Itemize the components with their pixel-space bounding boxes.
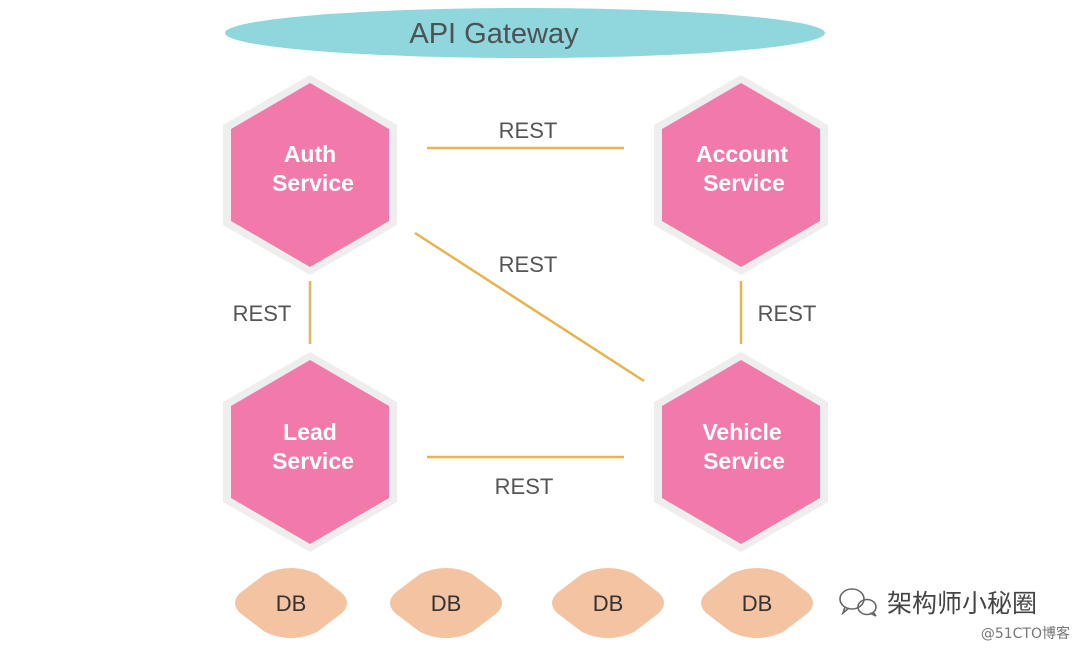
connector-labels: REST REST REST REST REST <box>233 118 817 499</box>
rest-label-account-vehicle: REST <box>758 301 817 326</box>
watermark: 架构师小秘圈 @51CTO博客 <box>839 588 1070 642</box>
service-lead-label-line1: Lead <box>283 419 337 445</box>
rest-label-auth-lead: REST <box>233 301 292 326</box>
database-2: DB <box>390 568 502 638</box>
service-vehicle-label-line2: Service <box>703 448 785 474</box>
service-lead-label-line2: Service <box>272 448 354 474</box>
connector-auth-vehicle <box>414 231 645 383</box>
rest-label-auth-vehicle: REST <box>499 252 558 277</box>
service-auth-label-line1: Auth <box>284 141 336 167</box>
service-account-hexagon <box>662 83 820 267</box>
database-2-label: DB <box>431 591 462 616</box>
rest-label-lead-vehicle: REST <box>495 474 554 499</box>
database-2-shape <box>390 568 502 638</box>
watermark-logo-text: 架构师小秘圈 <box>887 589 1037 618</box>
api-gateway-shape <box>225 8 825 58</box>
service-auth: Auth Service <box>223 75 397 275</box>
database-3: DB <box>552 568 664 638</box>
service-auth-hexagon <box>231 83 389 267</box>
service-auth-label-line2: Service <box>272 170 354 196</box>
service-vehicle: Vehicle Service <box>654 352 828 552</box>
database-1: DB <box>235 568 347 638</box>
database-4: DB <box>701 568 813 638</box>
service-vehicle-hexagon <box>662 360 820 544</box>
api-gateway: API Gateway <box>225 8 825 58</box>
wechat-icon <box>839 588 877 617</box>
database-3-shape <box>552 568 664 638</box>
connectors <box>308 146 743 459</box>
database-1-label: DB <box>276 591 307 616</box>
database-3-label: DB <box>593 591 624 616</box>
rest-label-auth-account: REST <box>499 118 558 143</box>
watermark-credit: @51CTO博客 <box>981 625 1070 642</box>
service-account-label-line1: Account <box>696 141 788 167</box>
database-1-shape <box>235 568 347 638</box>
service-lead: Lead Service <box>223 352 397 552</box>
service-account: Account Service <box>654 75 828 275</box>
service-account-label-line2: Service <box>703 170 785 196</box>
database-4-label: DB <box>742 591 773 616</box>
api-gateway-label: API Gateway <box>409 18 579 50</box>
service-lead-hexagon <box>231 360 389 544</box>
service-vehicle-label-line1: Vehicle <box>702 419 781 445</box>
database-4-shape <box>701 568 813 638</box>
